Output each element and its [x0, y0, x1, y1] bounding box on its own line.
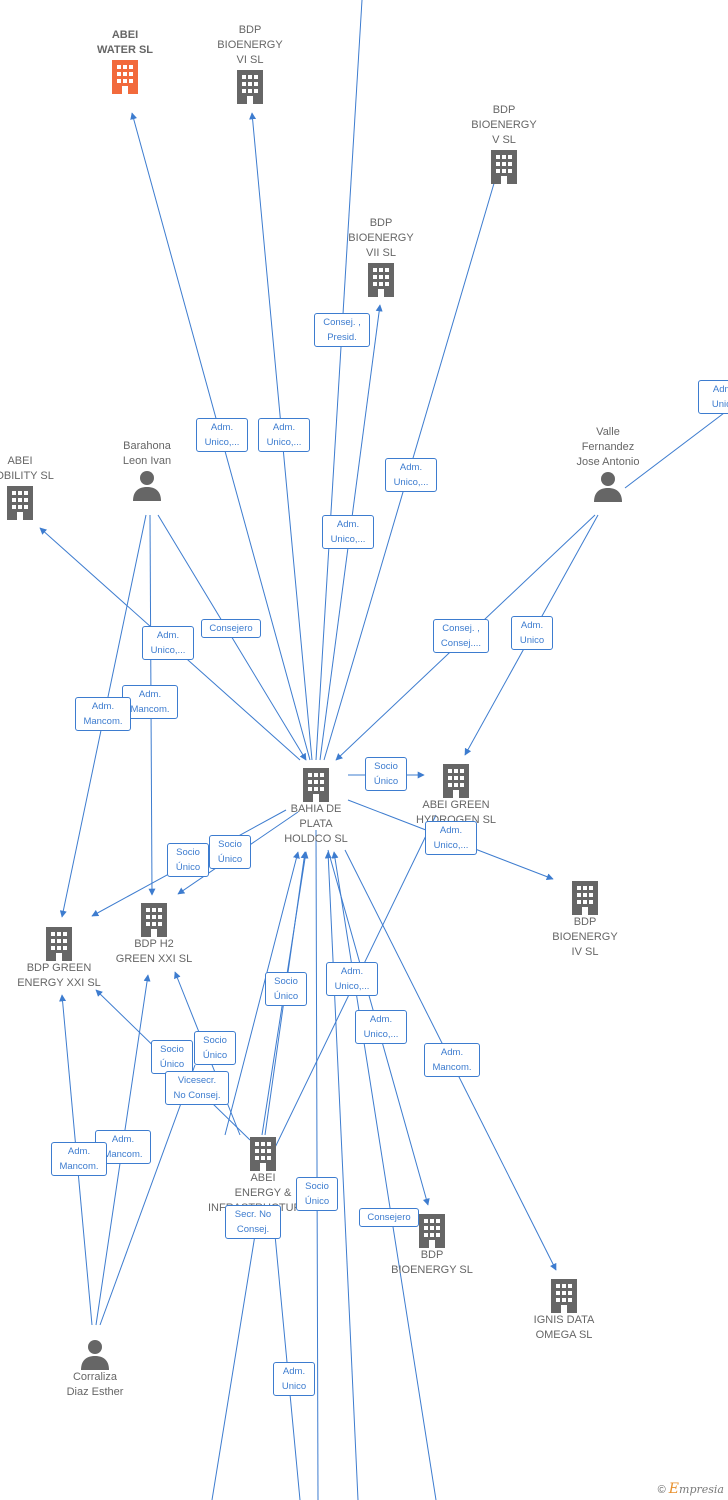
- building-icon: [7, 486, 33, 520]
- building-icon: [572, 881, 598, 915]
- person-label: Barahona Leon Ivan: [122, 440, 172, 467]
- relation-label[interactable]: Consejero: [359, 1208, 419, 1227]
- person-icon: [81, 1340, 109, 1370]
- building-icon: [551, 1279, 577, 1313]
- company-label: BDP BIOENERGY SL: [391, 1249, 473, 1276]
- relation-label[interactable]: Socio Único: [209, 835, 251, 869]
- company-label: ABEI MOBILITY SL: [0, 455, 54, 482]
- relation-label[interactable]: Socio Único: [265, 972, 307, 1006]
- company-label: BDP BIOENERGY V SL: [471, 104, 537, 146]
- company-node-bdp-h2-green-xxi[interactable]: BDP H2 GREEN XXI SL: [109, 901, 199, 967]
- company-node-abei-water[interactable]: ABEI WATER SL: [80, 28, 170, 94]
- relation-label[interactable]: Secr. No Consej.: [225, 1205, 281, 1239]
- company-label: BDP BIOENERGY VI SL: [217, 24, 283, 66]
- relation-label[interactable]: Adm. Unico,...: [196, 418, 248, 452]
- company-node-bahia-de-plata[interactable]: BAHIA DE PLATA HOLDCO SL: [271, 766, 361, 847]
- relation-label[interactable]: Adm. Unico: [273, 1362, 315, 1396]
- relation-label[interactable]: Adm. Unico: [511, 616, 553, 650]
- person-node-valle[interactable]: Valle Fernandez Jose Antonio: [560, 425, 656, 502]
- company-label: BDP GREEN ENERGY XXI SL: [17, 962, 101, 989]
- relation-label[interactable]: Consejero: [201, 619, 261, 638]
- relation-label[interactable]: Adm. Mancom.: [75, 697, 131, 731]
- building-icon: [112, 60, 138, 94]
- company-node-bdp-bioenergy-vii[interactable]: BDP BIOENERGY VII SL: [336, 216, 426, 297]
- relation-label[interactable]: Adm. Unico: [698, 380, 728, 414]
- company-node-bdp-bioenergy[interactable]: BDP BIOENERGY SL: [387, 1212, 477, 1278]
- relation-label[interactable]: Consej. , Consej....: [433, 619, 489, 653]
- relation-label[interactable]: Adm. Mancom.: [122, 685, 178, 719]
- relation-label[interactable]: Adm. Unico,...: [355, 1010, 407, 1044]
- relation-label[interactable]: Vicesecr. No Consej.: [165, 1071, 229, 1105]
- person-label: Valle Fernandez Jose Antonio: [576, 426, 640, 468]
- relation-label[interactable]: Adm. Unico,...: [142, 626, 194, 660]
- person-icon: [133, 471, 161, 501]
- person-node-corraliza[interactable]: Corraliza Diaz Esther: [50, 1338, 140, 1400]
- company-node-bdp-bioenergy-iv[interactable]: BDP BIOENERGY IV SL: [540, 879, 630, 960]
- brand-logo-initial: E: [668, 1481, 680, 1497]
- company-node-ignis-data-omega[interactable]: IGNIS DATA OMEGA SL: [519, 1277, 609, 1343]
- person-label: Corraliza Diaz Esther: [66, 1371, 124, 1398]
- relation-label[interactable]: Adm. Unico,...: [322, 515, 374, 549]
- relation-label[interactable]: Adm. Unico,...: [425, 821, 477, 855]
- building-icon: [443, 764, 469, 798]
- company-label: ABEI WATER SL: [96, 29, 153, 56]
- building-icon: [250, 1137, 276, 1171]
- company-node-bdp-green-energy-xxi[interactable]: BDP GREEN ENERGY XXI SL: [9, 925, 109, 991]
- building-icon: [46, 927, 72, 961]
- building-icon: [491, 150, 517, 184]
- relation-label[interactable]: Adm. Mancom.: [424, 1043, 480, 1077]
- relation-label[interactable]: Socio Único: [194, 1031, 236, 1065]
- relation-label[interactable]: Consej. , Presid.: [314, 313, 370, 347]
- company-label: BDP H2 GREEN XXI SL: [115, 938, 193, 965]
- building-icon: [237, 70, 263, 104]
- company-label: BDP BIOENERGY VII SL: [348, 217, 414, 259]
- company-node-bdp-bioenergy-v[interactable]: BDP BIOENERGY V SL: [459, 103, 549, 184]
- empresia-brand[interactable]: © Empresia: [658, 1481, 724, 1497]
- building-icon: [419, 1214, 445, 1248]
- relation-label[interactable]: Socio Único: [296, 1177, 338, 1211]
- company-node-abei-mobility[interactable]: ABEI MOBILITY SL: [0, 454, 65, 520]
- brand-name: mpresia: [679, 1483, 724, 1496]
- building-icon: [303, 768, 329, 802]
- person-icon: [594, 472, 622, 502]
- relation-label[interactable]: Adm. Unico,...: [258, 418, 310, 452]
- relation-label[interactable]: Socio Único: [167, 843, 209, 877]
- building-icon: [141, 903, 167, 937]
- relation-label[interactable]: Adm. Unico,...: [385, 458, 437, 492]
- company-node-abei-green-hydrogen[interactable]: ABEI GREEN HYDROGEN SL: [411, 762, 501, 828]
- company-node-bdp-bioenergy-vi[interactable]: BDP BIOENERGY VI SL: [205, 23, 295, 104]
- copyright-symbol: ©: [657, 1484, 666, 1496]
- company-label: IGNIS DATA OMEGA SL: [533, 1314, 595, 1341]
- relation-label[interactable]: Socio Único: [365, 757, 407, 791]
- relation-label[interactable]: Adm. Unico,...: [326, 962, 378, 996]
- building-icon: [368, 263, 394, 297]
- person-node-barahona[interactable]: Barahona Leon Ivan: [102, 439, 192, 501]
- company-label: BAHIA DE PLATA HOLDCO SL: [284, 803, 348, 845]
- relation-label[interactable]: Adm. Mancom.: [51, 1142, 107, 1176]
- relation-label[interactable]: Socio Único: [151, 1040, 193, 1074]
- company-label: BDP BIOENERGY IV SL: [552, 916, 618, 958]
